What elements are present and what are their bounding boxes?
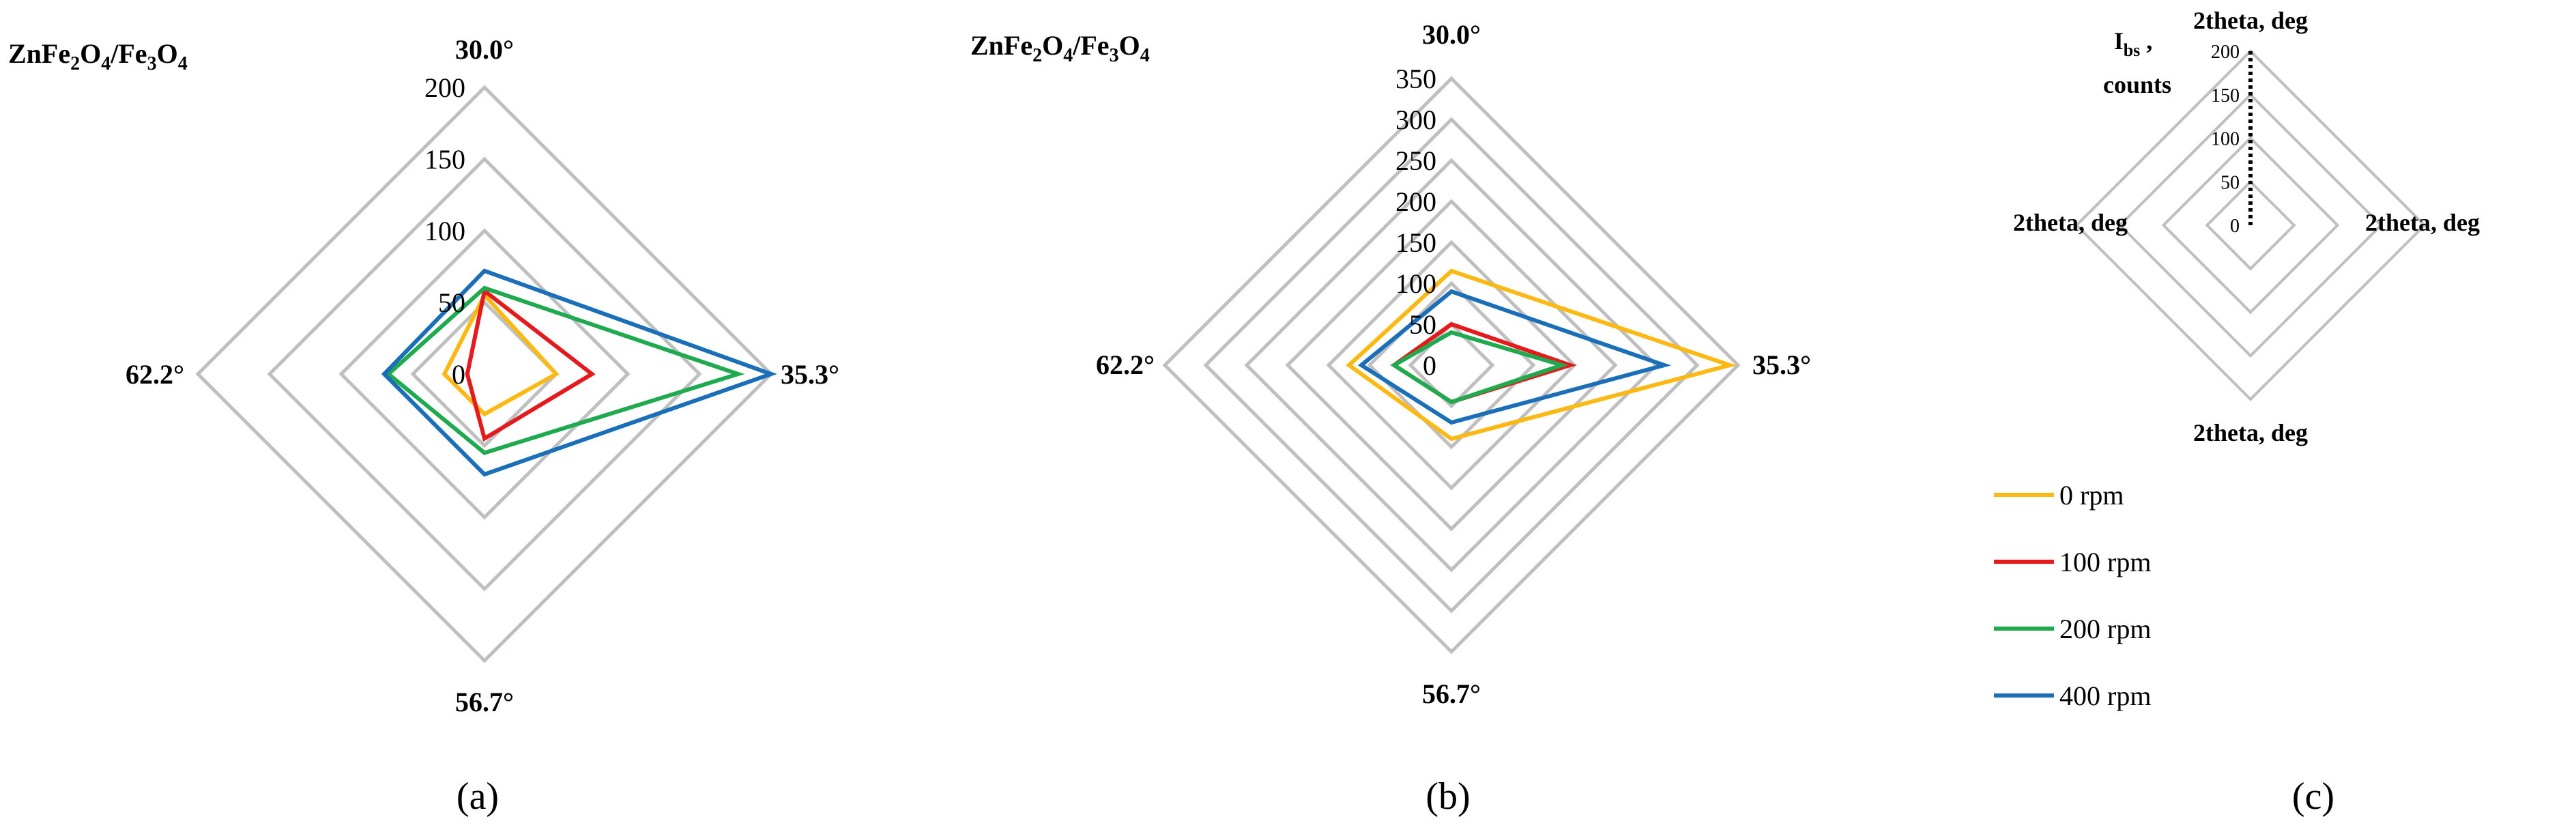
axis-label-right: 35.3° [781,359,839,390]
axis-label-left: 62.2° [126,359,184,390]
series-400-rpm [1357,289,1672,425]
radar-ticks-b: 0 50 100 150 200 250 300 350 [1395,63,1436,381]
radar-grid-a [195,85,774,663]
panel-caption-b: (b) [1426,775,1470,818]
tick-label: 250 [1395,145,1436,176]
grid-ring [267,156,702,592]
tick-label: 0 [1423,350,1436,381]
tick-label: 100 [2211,129,2240,150]
tick-label: 200 [2211,42,2240,63]
axis-label-left: 62.2° [1096,349,1155,380]
radar-series-b [1346,268,1737,442]
tick-label: 350 [1395,63,1436,94]
tick-label: 200 [1395,186,1436,217]
chart-title-b: ZnFe2O4/Fe3O4 [970,30,1150,66]
axis-label-top: 2theta, deg [2193,7,2308,34]
legend-label: 0 rpm [2059,480,2124,511]
series-200-rpm [385,285,745,455]
grid-ring [1162,76,1741,655]
grid-ring [2205,180,2296,271]
y-axis-label-line2: counts [2103,71,2171,98]
tick-label: 0 [2230,216,2240,237]
radar-panel-a: 0 50 100 150 200 30.0° 35.3° 56.7° 62.2° ZnF… [0,0,880,832]
tick-label: 100 [1395,268,1436,299]
series-100-rpm [465,287,596,442]
series-0-rpm [1346,268,1737,442]
grid-ring [1203,117,1700,614]
radar-grid-c [2074,49,2427,401]
radar-grid-b [1162,76,1741,655]
panel-caption-a: (a) [457,775,499,818]
tick-label: 50 [2220,172,2240,193]
grid-ring [2117,92,2384,358]
radar-panel-c: 0 50 100 150 200 2theta, deg 2theta, deg 2th… [1945,0,2576,832]
radar-series-a [381,268,777,477]
chart-title-a: ZnFe2O4/Fe3O4 [8,38,188,74]
axis-label-right: 35.3° [1752,349,1811,380]
tick-label: 150 [424,144,465,175]
grid-ring [195,85,774,663]
tick-label: 0 [452,359,465,390]
legend-label: 100 rpm [2059,547,2151,577]
legend-label: 400 rpm [2059,680,2151,711]
series-200-rpm [1390,330,1569,405]
radar-key-chart-c: 0 50 100 150 200 2theta, deg 2theta, deg 2th… [1994,7,2480,818]
y-axis-label: Ibs , [2114,27,2153,60]
grid-ring [1244,158,1659,573]
panel-caption-c: (c) [2292,775,2334,818]
tick-label: 100 [424,216,465,246]
legend: 0 rpm 100 rpm 200 rpm 400 rpm [1994,480,2151,711]
grid-ring [1408,321,1495,409]
series-0-rpm [442,291,560,417]
grid-ring [1326,240,1577,491]
tick-label: 150 [2211,85,2240,106]
grid-ring [1285,199,1618,532]
axis-label-left: 2theta, deg [2013,209,2128,236]
radar-ticks-c: 0 50 100 150 200 [2211,42,2253,237]
axis-label-top: 30.0° [455,34,514,65]
tick-label: 50 [1409,309,1436,340]
axis-label-bottom: 56.7° [455,687,514,717]
tick-label: 300 [1395,104,1436,135]
axis-label-right: 2theta, deg [2365,209,2480,236]
legend-label: 200 rpm [2059,614,2151,644]
tick-label: 150 [1395,227,1436,258]
axis-label-top: 30.0° [1422,19,1481,50]
axis-label-bottom: 56.7° [1422,678,1481,709]
tick-label: 200 [424,72,465,103]
grid-ring [338,228,631,520]
axis-label-bottom: 2theta, deg [2193,419,2308,446]
grid-ring [2074,49,2427,401]
radar-chart-a: 0 50 100 150 200 30.0° 35.3° 56.7° 62.2° ZnF… [8,34,839,818]
series-400-rpm [381,268,777,477]
tick-label: 50 [438,287,465,318]
radar-ticks-a: 0 50 100 150 200 [424,72,465,390]
grid-ring [2161,136,2340,315]
